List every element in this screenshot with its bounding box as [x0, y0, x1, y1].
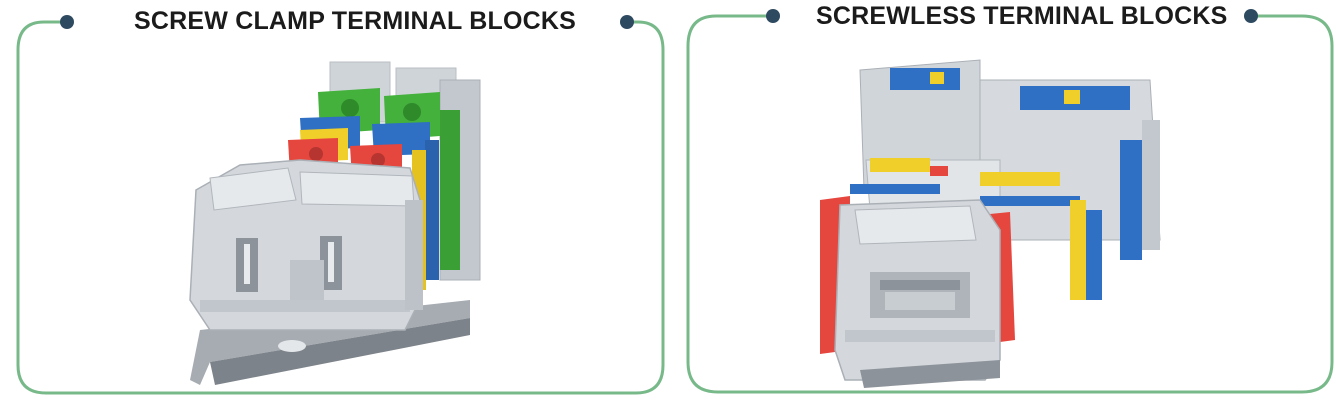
screwless-terminal-image: [820, 59, 1161, 388]
frame-dot-right: [1244, 9, 1258, 23]
frame-dot-left: [60, 15, 74, 29]
screwless-frame: [686, 14, 1334, 394]
screw-clamp-frame: [16, 20, 665, 395]
screw-clamp-panel: SCREW CLAMP TERMINAL BLOCKS: [16, 7, 665, 395]
screw-clamp-title: SCREW CLAMP TERMINAL BLOCKS: [134, 7, 576, 35]
screwless-panel: SCREWLESS TERMINAL BLOCKS: [680, 0, 1336, 400]
screw-clamp-terminal-image: [189, 61, 481, 385]
screwless-title: SCREWLESS TERMINAL BLOCKS: [816, 2, 1228, 30]
frame-dot-right: [620, 15, 634, 29]
frame-dot-left: [766, 9, 780, 23]
